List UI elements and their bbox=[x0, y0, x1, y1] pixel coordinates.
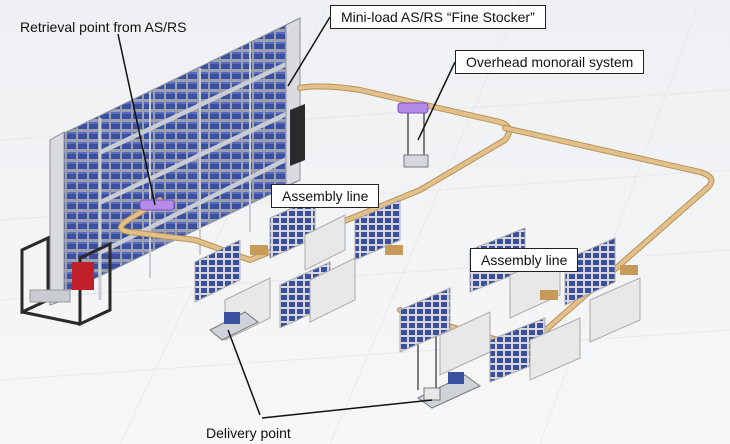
leader-retrieval-point bbox=[117, 33, 156, 206]
delivery-point-label: Delivery point bbox=[206, 425, 291, 441]
delivery-conveyor-bottom bbox=[417, 372, 481, 409]
enclosure bbox=[20, 235, 112, 327]
monorail-carrier-top bbox=[397, 102, 429, 168]
monorail-carrier-left bbox=[139, 199, 175, 211]
leader-monorail bbox=[417, 61, 456, 141]
leader-delivery-left bbox=[227, 329, 261, 416]
leader-mini-load bbox=[287, 16, 331, 87]
assembly-line-label-1: Assembly line bbox=[271, 184, 380, 208]
delivery-conveyor-left bbox=[209, 311, 259, 341]
leader-delivery-bottom bbox=[261, 399, 433, 419]
retrieval-point-label: Retrieval point from AS/RS bbox=[20, 19, 187, 35]
assembly-line-label-2: Assembly line bbox=[470, 248, 579, 272]
lift-unit bbox=[72, 262, 94, 290]
monorail-label: Overhead monorail system bbox=[455, 50, 645, 74]
mini-load-asrs-label: Mini-load AS/RS “Fine Stocker” bbox=[330, 5, 546, 29]
leader-lines bbox=[117, 16, 456, 419]
